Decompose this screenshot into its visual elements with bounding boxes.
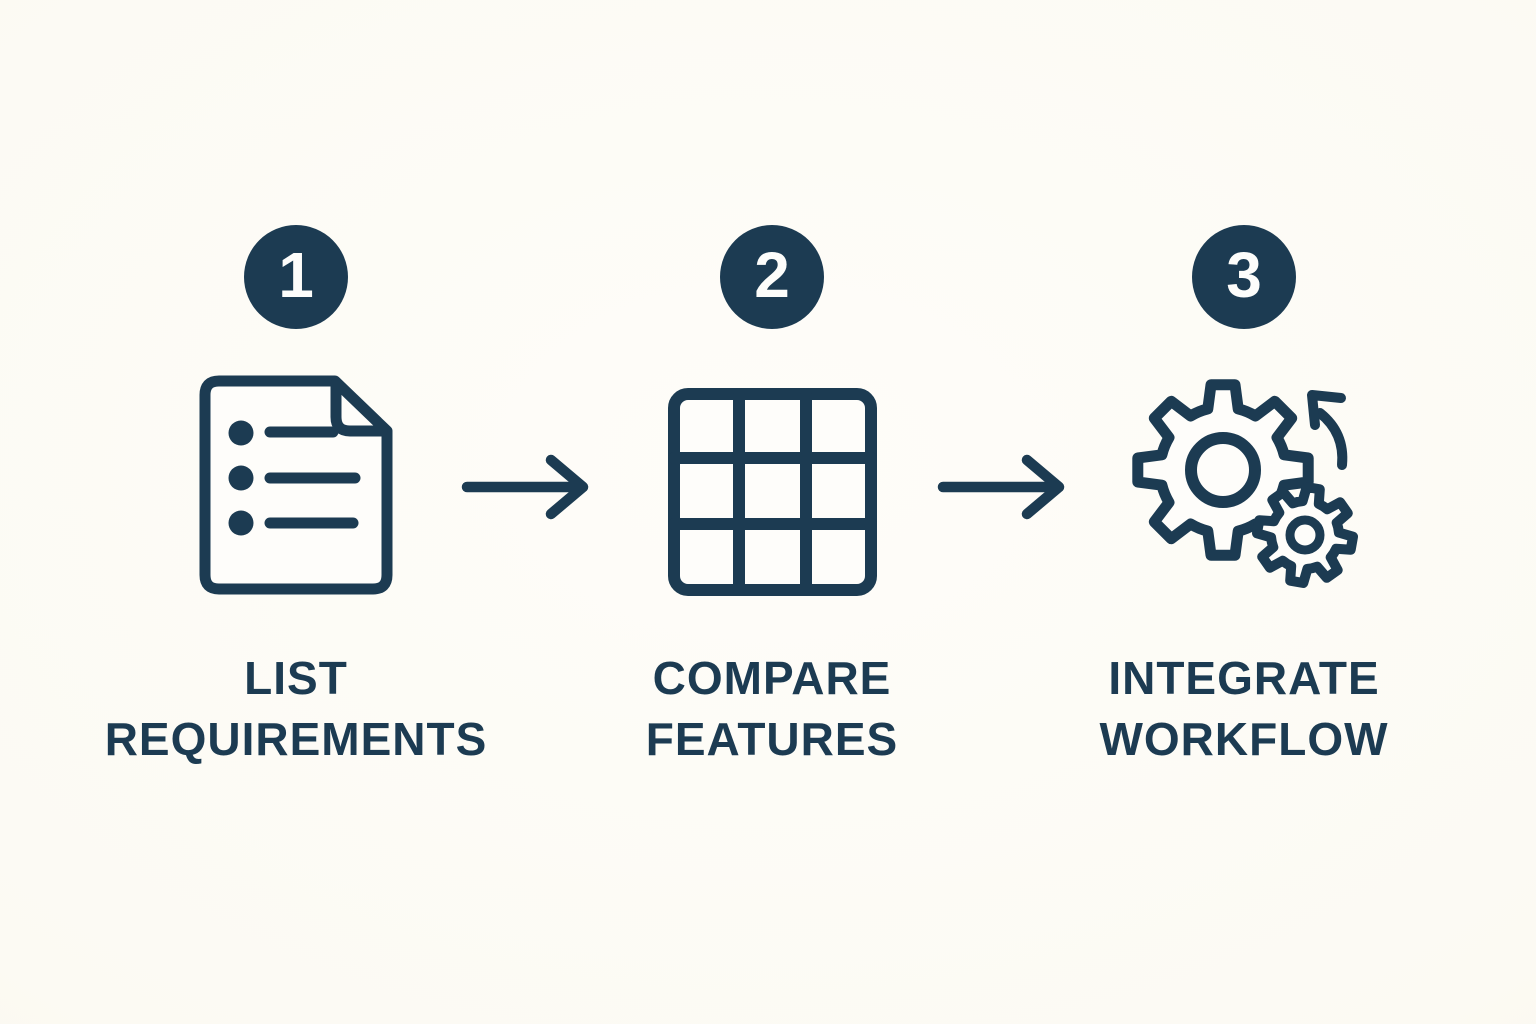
step-2-label: COMPARE FEATURES bbox=[552, 648, 992, 770]
arrow-right-icon bbox=[937, 454, 1065, 520]
step-1-label-line1: LIST bbox=[244, 652, 348, 704]
step-2-label-line1: COMPARE bbox=[652, 652, 892, 704]
step-3-label-line2: WORKFLOW bbox=[1099, 713, 1389, 765]
gears-integration-icon bbox=[1129, 377, 1359, 622]
step-1-number: 1 bbox=[278, 239, 314, 311]
step-3: 3 INTEGRATE WORKFLOW bbox=[1024, 0, 1464, 1024]
step-1-number-badge: 1 bbox=[244, 225, 348, 329]
document-checklist-icon bbox=[195, 371, 397, 604]
step-2-label-line2: FEATURES bbox=[645, 713, 899, 765]
step-2-number-badge: 2 bbox=[720, 225, 824, 329]
step-1-label: LIST REQUIREMENTS bbox=[76, 648, 516, 770]
step-3-label: INTEGRATE WORKFLOW bbox=[1024, 648, 1464, 770]
step-3-label-line1: INTEGRATE bbox=[1108, 652, 1380, 704]
step-3-number: 3 bbox=[1226, 239, 1262, 311]
step-2: 2 COMPARE FEATURES bbox=[552, 0, 992, 1024]
step-1-label-line2: REQUIREMENTS bbox=[104, 713, 488, 765]
step-3-number-badge: 3 bbox=[1192, 225, 1296, 329]
step-2-number: 2 bbox=[754, 239, 790, 311]
comparison-grid-icon bbox=[667, 388, 877, 601]
step-1: 1 LIST REQUIREMENTS bbox=[76, 0, 516, 1024]
arrow-right-icon bbox=[461, 454, 589, 520]
